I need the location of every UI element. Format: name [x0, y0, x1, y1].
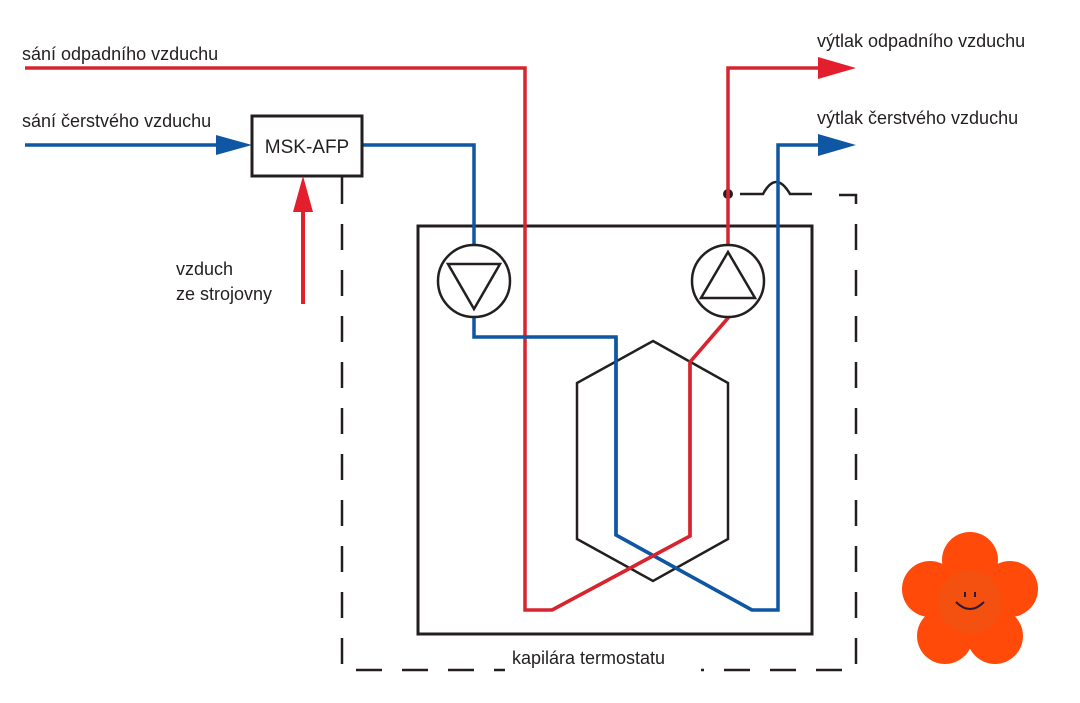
label-exhaust-intake: sání odpadního vzduchu — [22, 44, 218, 64]
label-thermostat-capillary: kapilára termostatu — [512, 648, 665, 668]
label-machine-room-1: vzduch — [176, 259, 233, 279]
label-fresh-intake: sání čerstvého vzduchu — [22, 111, 211, 131]
exhaust-outlet-arrow-icon — [818, 57, 856, 79]
machine-room-arrow-icon — [293, 176, 313, 212]
label-exhaust-outlet: výtlak odpadního vzduchu — [817, 31, 1025, 51]
flower-mascot-icon — [902, 532, 1038, 664]
fresh-air-crossing — [614, 337, 753, 612]
msk-afp-unit — [250, 114, 364, 178]
msk-afp-label: MSK-AFP — [265, 137, 349, 158]
inner-unit-box — [416, 224, 814, 636]
label-machine-room-2: ze strojovny — [176, 284, 272, 304]
fresh-outlet-arrow-icon — [818, 134, 856, 156]
fresh-intake-arrow-icon — [216, 135, 252, 155]
exhaust-air-path — [25, 66, 820, 612]
label-fresh-outlet: výtlak čerstvého vzduchu — [817, 108, 1018, 128]
thermostat-capillary-line — [740, 180, 812, 196]
outer-housing-dashed — [340, 178, 858, 672]
exhaust-air-crossing — [551, 316, 730, 612]
supply-fan-icon — [436, 243, 512, 319]
exhaust-fan-icon — [690, 243, 766, 319]
heat-exchanger-icon — [575, 339, 730, 583]
fresh-air-path — [362, 143, 476, 245]
